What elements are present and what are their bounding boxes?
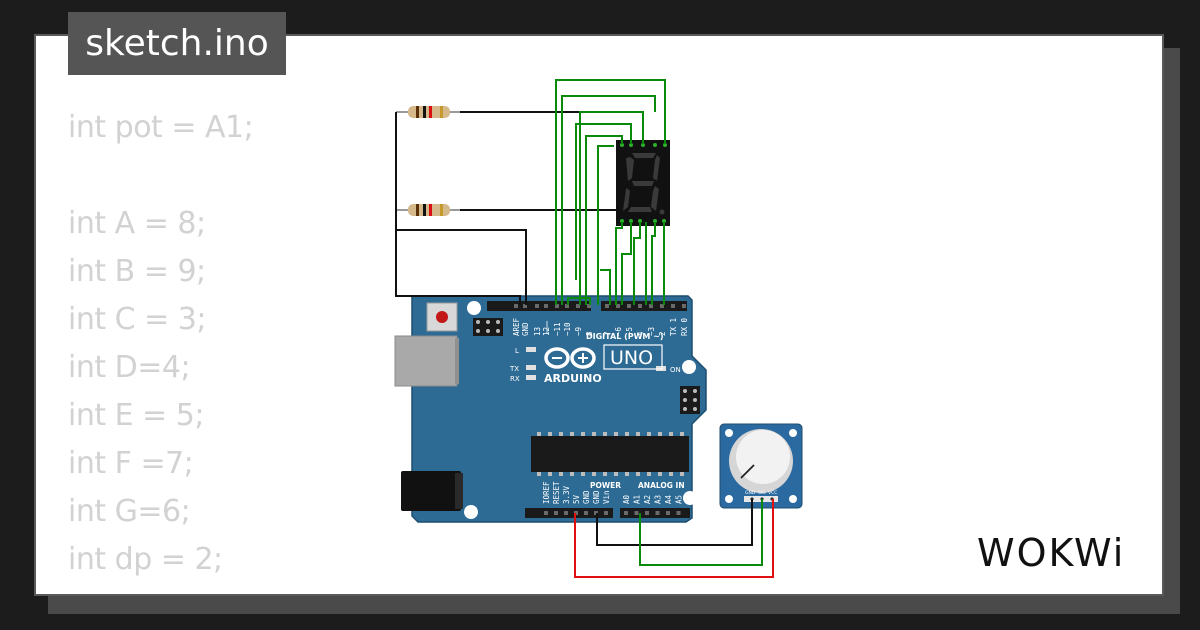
wire-red <box>574 499 774 578</box>
digital-pin-label: 2 <box>658 331 667 336</box>
power-pin-label: 5V <box>572 494 581 504</box>
analog-pin-label: A2 <box>643 495 652 504</box>
digital-pin-label: ~9 <box>574 327 583 336</box>
wire-green <box>633 222 641 305</box>
led-label-l: L <box>515 347 519 355</box>
atmega-chip <box>531 432 689 476</box>
analog-pin-label: A3 <box>654 495 663 504</box>
code-line: int D=4; <box>68 350 191 385</box>
led-label-tx: TX <box>509 365 519 373</box>
wire-green <box>639 499 763 566</box>
wire-black <box>395 112 521 305</box>
pot-pin-label: GND <box>745 490 756 496</box>
wire-green <box>555 79 666 305</box>
power-pin-label: IOREF <box>542 481 551 504</box>
wire-green <box>567 297 591 305</box>
analog-pin-label: A0 <box>622 494 631 504</box>
digital-pin-label: 8 <box>585 331 594 336</box>
power-pin-label: RESET <box>552 481 561 504</box>
digital-pin-label: ~10 <box>563 322 572 336</box>
digital-pin-label: 13 <box>533 327 542 336</box>
resistor-2[interactable] <box>396 204 460 216</box>
led-label-rx: RX <box>510 375 520 383</box>
arduino-logo-icon <box>544 347 596 369</box>
code-line: int E = 5; <box>68 398 205 433</box>
power-label: POWER <box>590 481 621 490</box>
digital-pin-label: 7 <box>603 331 612 336</box>
file-tab[interactable]: sketch.ino <box>68 12 286 75</box>
wire-green <box>575 123 632 280</box>
seven-segment-display[interactable] <box>616 140 670 226</box>
code-line: int pot = A1; <box>68 110 254 145</box>
digital-pin-label: 12 <box>542 327 551 336</box>
digital-pin-label: ~5 <box>625 327 634 336</box>
digital-pin-label: 4 <box>636 331 645 336</box>
wire-black <box>395 210 527 305</box>
code-line: int C = 3; <box>68 302 207 337</box>
digital-pin-label: TX 1 <box>669 318 678 336</box>
digital-pin-label: AREF <box>512 317 521 336</box>
pot-pin-label: SIG <box>758 490 766 496</box>
wire-green <box>621 222 632 305</box>
wire-green <box>615 222 623 305</box>
code-line: int A = 8; <box>68 206 206 241</box>
analog-pin-label: A4 <box>664 494 673 504</box>
code-line: int F =7; <box>68 446 194 481</box>
code-preview: int pot = A1; int A = 8; int B = 9; int … <box>68 104 254 584</box>
wire-green <box>600 269 611 305</box>
code-line: int G=6; <box>68 494 191 529</box>
digital-pin-label: GND <box>521 322 530 336</box>
analog-label: ANALOG IN <box>638 481 685 490</box>
wires <box>395 79 774 578</box>
analog-pin-label: A1 <box>633 495 642 504</box>
board-model: UNO <box>610 347 653 369</box>
led-label-on: ON <box>670 366 681 374</box>
power-pin-label: GND <box>582 490 591 504</box>
power-pin-label: 3.3V <box>562 485 571 504</box>
resistor-1[interactable] <box>396 106 460 118</box>
svg-text:WOKWi: WOKWi <box>977 531 1125 575</box>
potentiometer-knob-indicator[interactable] <box>740 464 755 479</box>
wire-green <box>597 145 614 305</box>
reset-button[interactable] <box>426 302 458 332</box>
wokwi-logo: WOKWi <box>977 531 1125 575</box>
code-line: int dp = 2; <box>68 542 223 577</box>
code-line: int B = 9; <box>68 254 206 289</box>
analog-pin-label: A5 <box>675 495 684 504</box>
potentiometer[interactable]: GND SIG VCC <box>719 423 803 509</box>
digital-pin-label: ~11 <box>553 322 562 336</box>
wire-green <box>651 222 656 305</box>
board-brand: ARDUINO <box>544 372 602 385</box>
wire-black <box>596 499 753 546</box>
wire-green <box>579 111 644 305</box>
digital-pin-label: ~6 <box>614 326 623 336</box>
wire-green <box>561 95 656 305</box>
power-pin-label: GND <box>592 490 601 504</box>
digital-header-label: DIGITAL (PWM ~) <box>586 332 664 341</box>
digital-pin-label: RX 0 <box>680 317 689 336</box>
wire-green <box>585 135 623 305</box>
power-pin-label: Vin <box>602 490 611 504</box>
digital-pin-label: ~3 <box>647 327 656 336</box>
pot-pin-label: VCC <box>768 490 777 496</box>
